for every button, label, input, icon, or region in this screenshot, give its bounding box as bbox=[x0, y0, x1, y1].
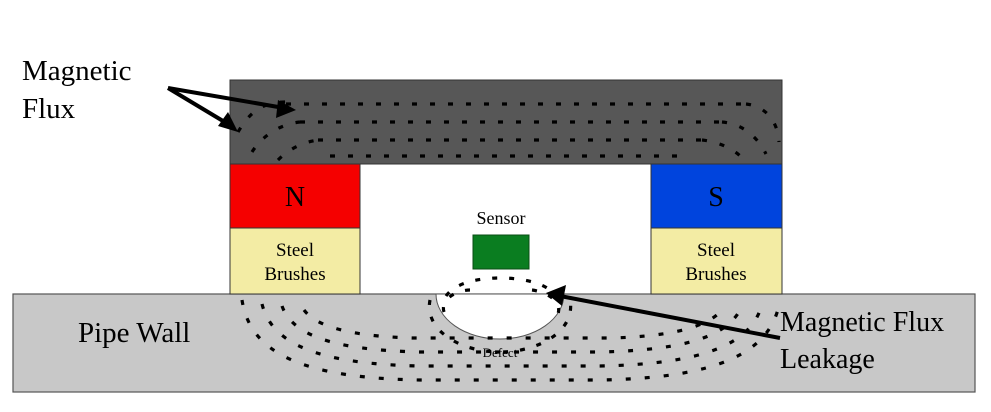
arrow-head-leakage bbox=[546, 285, 566, 306]
label-magnetic-flux-line1: Magnetic bbox=[22, 55, 132, 87]
south-magnet bbox=[650, 163, 783, 229]
label-south-pole: S bbox=[708, 182, 724, 213]
flux-leakage-lines bbox=[427, 276, 573, 354]
label-sensor: Sensor bbox=[477, 208, 526, 228]
steel-brush-right bbox=[650, 227, 783, 295]
arrow-head-flux-upper bbox=[276, 100, 296, 118]
label-pipe-wall: Pipe Wall bbox=[78, 317, 190, 349]
label-steel-brushes-left-1: Steel bbox=[276, 240, 314, 261]
label-flux-leakage-line2: Leakage bbox=[780, 344, 875, 375]
sensor-block bbox=[472, 234, 530, 270]
label-defect: Defect bbox=[483, 345, 518, 360]
yoke-bar bbox=[229, 79, 783, 165]
label-flux-leakage-line1: Magnetic Flux bbox=[780, 307, 944, 338]
label-steel-brushes-right-2: Brushes bbox=[685, 264, 746, 285]
label-steel-brushes-left-2: Brushes bbox=[264, 264, 325, 285]
arrow-flux-leakage bbox=[559, 294, 781, 340]
label-north-pole: N bbox=[285, 182, 305, 213]
label-magnetic-flux-line2: Flux bbox=[22, 93, 76, 125]
arrow-magnetic-flux bbox=[166, 86, 285, 126]
steel-brush-left bbox=[229, 227, 361, 295]
arrow-head-flux-lower bbox=[218, 112, 238, 132]
flux-lines-pipe bbox=[240, 299, 782, 382]
north-magnet bbox=[229, 163, 361, 229]
label-steel-brushes-right-1: Steel bbox=[697, 240, 735, 261]
